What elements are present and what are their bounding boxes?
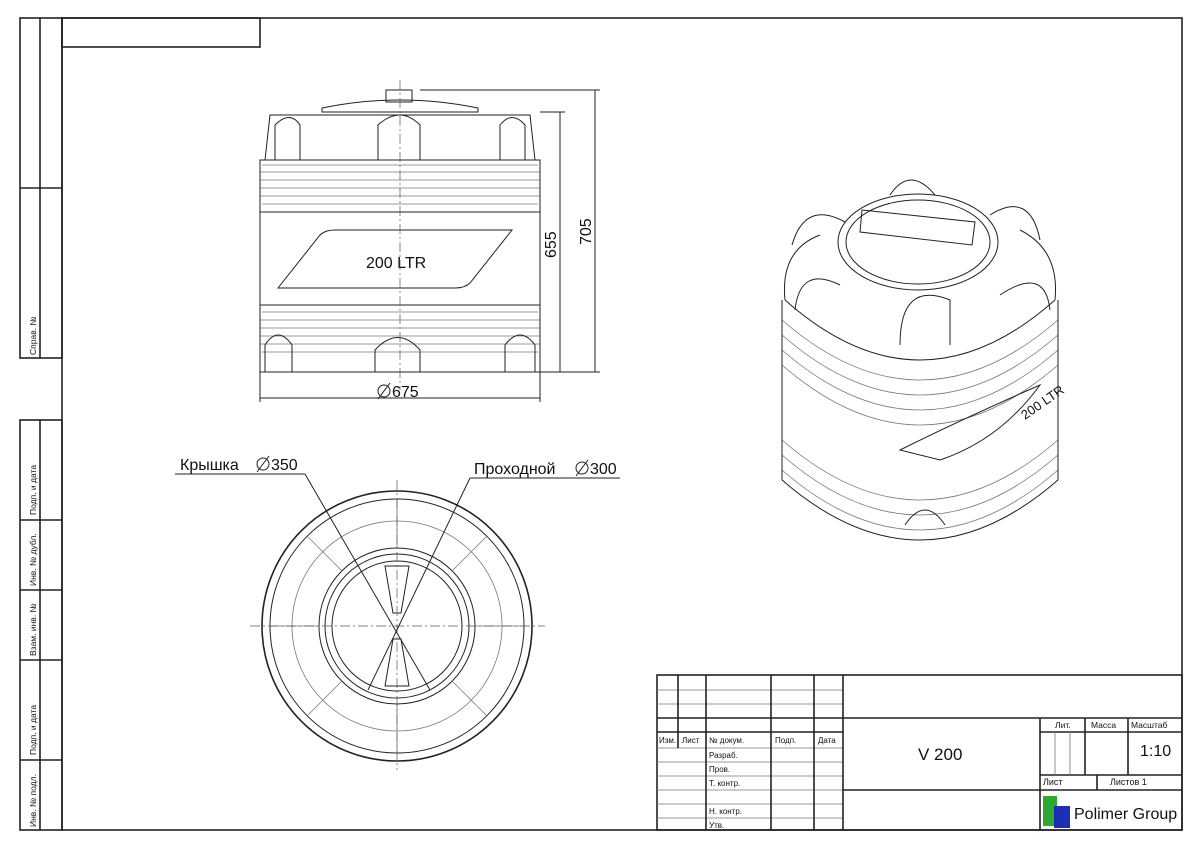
stamp-inv-dubl: Инв. № дубл. (28, 533, 38, 586)
scale-label: Масштаб (1131, 720, 1167, 730)
passage-diameter: 300 (590, 461, 617, 478)
stamp-vzam-inv: Взам. инв. № (28, 603, 38, 656)
role-prov: Пров. (709, 765, 730, 774)
company-name: Polimer Group (1074, 806, 1177, 823)
callout-lid: Крышка (180, 457, 239, 474)
role-utv: Утв. (709, 821, 724, 830)
drawing-title: V 200 (918, 745, 962, 764)
mass-label: Масса (1091, 720, 1116, 730)
sheet-label: Лист (1043, 777, 1063, 787)
front-view: 200 LTR 655 705 675 (259, 80, 600, 402)
hdr-list: Лист (682, 736, 700, 745)
role-nkontr: Н. контр. (709, 807, 742, 816)
hdr-izm: Изм. (659, 736, 676, 745)
isometric-view: 200 LTR (781, 179, 1067, 541)
dim-diameter-675: 675 (392, 384, 419, 401)
front-label: 200 LTR (366, 255, 426, 272)
hdr-doc: № докум. (709, 736, 744, 745)
hdr-sign: Подп. (775, 736, 796, 745)
dim-705: 705 (578, 218, 595, 245)
iso-label: 200 LTR (1018, 382, 1067, 422)
sheets-count: Листов 1 (1110, 777, 1147, 787)
hdr-date: Дата (818, 736, 836, 745)
scale-value: 1:10 (1140, 743, 1171, 760)
lit-label: Лит. (1055, 720, 1071, 730)
company-logo (1043, 796, 1070, 828)
role-tkontr: Т. контр. (709, 779, 740, 788)
stamp-inv-podl: Инв. № подл. (28, 774, 38, 827)
top-view: Крышка 350 Проходной 300 (175, 455, 620, 770)
side-stamp-strip: Справ. № Подп. и дата Инв. № дубл. Взам.… (19, 17, 63, 831)
role-razrab: Разраб. (709, 751, 738, 760)
stamp-sprav: Справ. № (28, 316, 38, 355)
callout-passage: Проходной (474, 461, 556, 478)
dim-655: 655 (543, 231, 560, 258)
stamp-podp-data-2: Подп. и дата (28, 705, 38, 755)
stamp-podp-data-1: Подп. и дата (28, 465, 38, 515)
sheet-frame (61, 17, 1183, 831)
top-left-box (61, 17, 261, 48)
title-block: Изм. Лист № докум. Подп. Дата Разраб. Пр… (656, 674, 1183, 831)
lid-diameter: 350 (271, 457, 298, 474)
